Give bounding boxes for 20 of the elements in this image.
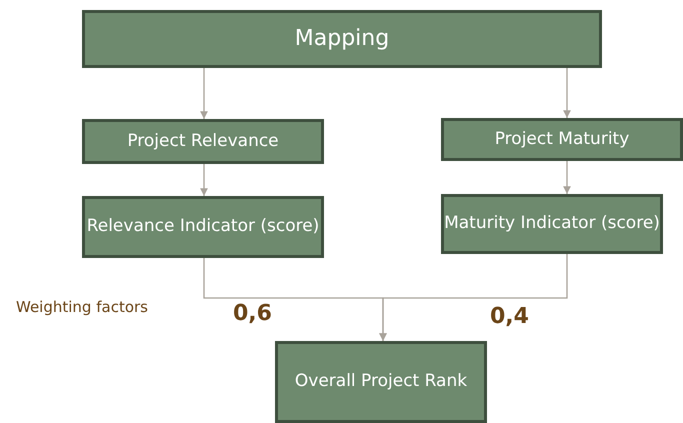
process-box [82,196,324,258]
node-label: Mapping [294,26,390,52]
node-label: Overall Project Rank [294,372,468,392]
process-box [82,119,324,164]
process-box [82,10,602,68]
connector-arrow [563,68,571,118]
node-label: Project Relevance [127,132,279,152]
connector-arrow [200,164,208,196]
annotation-label: Weighting factors [16,298,148,316]
node-label: Relevance Indicator (score) [86,217,320,237]
process-box [441,118,683,161]
connector-arrow [379,254,568,341]
node-label: Project Maturity [494,130,630,150]
node-label: Maturity Indicator (score) [444,214,660,234]
connector-arrow [200,68,208,119]
weight-value: 0,4 [490,304,529,329]
weight-value: 0,6 [233,301,272,326]
process-box [275,341,487,423]
process-box [441,194,663,254]
connector-arrow [563,161,571,194]
